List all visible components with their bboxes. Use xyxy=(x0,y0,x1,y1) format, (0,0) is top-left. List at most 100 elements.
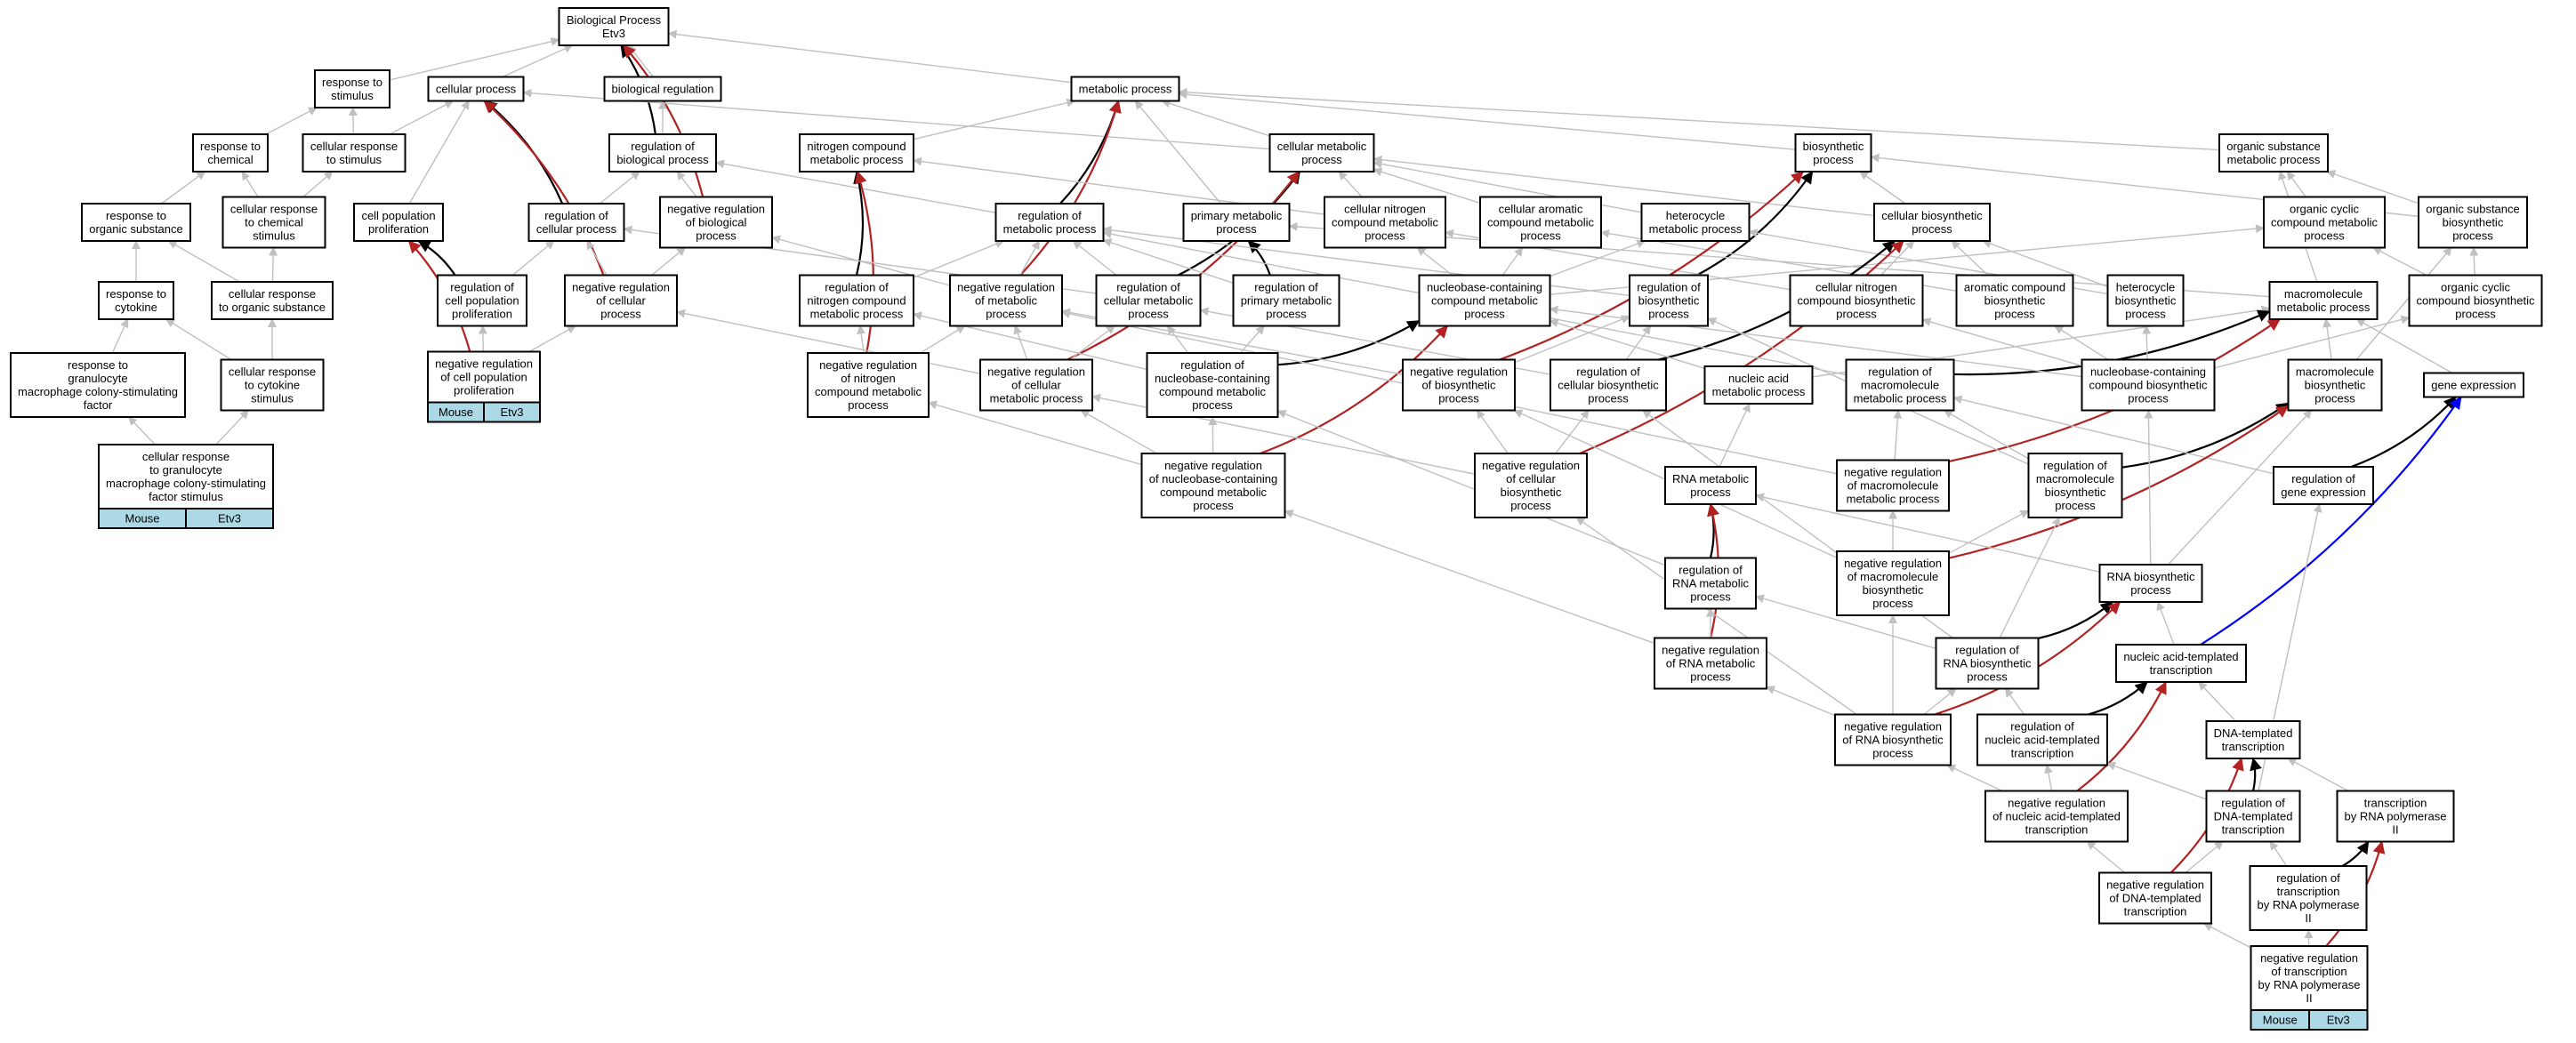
edge-regulates xyxy=(2351,396,2457,469)
go-term-box xyxy=(2423,372,2524,398)
go-term-label: by RNA polymerase xyxy=(2258,898,2360,911)
go-term-box xyxy=(314,69,390,108)
go-term-node[interactable]: regulation ofnucleobase-containingcompou… xyxy=(1146,352,1279,418)
go-term-label: process xyxy=(1510,499,1551,512)
go-term-node[interactable]: biological regulation xyxy=(603,76,722,102)
go-term-label: process xyxy=(848,398,889,412)
go-term-box xyxy=(2218,133,2329,172)
edge-is-a xyxy=(1943,409,2029,460)
go-term-node[interactable]: gene expression xyxy=(2423,372,2524,398)
go-term-box xyxy=(799,274,914,327)
edge-is-a xyxy=(269,246,278,283)
go-term-label: process xyxy=(2455,307,2496,320)
go-term-node[interactable]: regulation ofmacromoleculebiosyntheticpr… xyxy=(2027,453,2123,518)
go-term-label: cellular response xyxy=(230,202,318,215)
go-term-node[interactable]: metabolic process xyxy=(1070,76,1180,102)
go-term-label: factor stimulus xyxy=(149,490,223,503)
edge-is-a xyxy=(1923,687,1957,716)
go-term-label: regulation of xyxy=(1116,280,1180,293)
go-term-node[interactable]: cellular process xyxy=(427,76,525,102)
edge-is-a xyxy=(2142,325,2152,360)
go-term-label: proliferation xyxy=(454,383,514,397)
go-term-box xyxy=(564,274,678,327)
go-term-label: compound metabolic xyxy=(1487,215,1594,229)
go-term-label: response to xyxy=(68,358,128,372)
go-term-box xyxy=(1845,358,1955,412)
go-term-label: transcription xyxy=(2124,904,2187,918)
edge-negatively-regulates xyxy=(483,100,605,276)
edge-is-a xyxy=(2156,601,2175,646)
edge-is-a xyxy=(1019,240,1040,276)
